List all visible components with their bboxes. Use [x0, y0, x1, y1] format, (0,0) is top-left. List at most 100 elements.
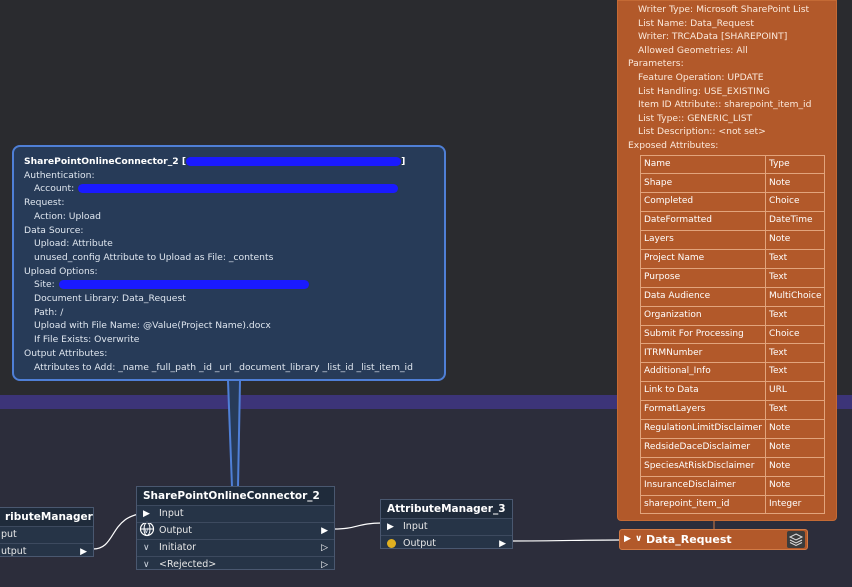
- tooltip-line: Site:: [24, 278, 434, 292]
- redaction: [186, 157, 402, 166]
- attribute-name: InsuranceDisclaimer: [640, 475, 766, 496]
- attribute-name: Link to Data: [640, 381, 766, 402]
- attribute-name: DateFormatted: [640, 211, 766, 232]
- output-port[interactable]: ∨Output▶: [137, 522, 334, 539]
- tooltip-line: Account:: [24, 182, 434, 196]
- attribute-name: sharepoint_item_id: [640, 494, 766, 515]
- output-arrow-icon: ▶: [321, 526, 328, 536]
- redaction: [58, 280, 309, 290]
- tooltip-line: unused_config Attribute to Upload as Fil…: [34, 251, 274, 263]
- node-title: SharePointOnlineConnector_2: [137, 487, 334, 505]
- input-arrow-icon: ▶: [143, 509, 150, 519]
- attribute-name: RegulationLimitDisclaimer: [640, 419, 766, 439]
- attribute-name: ITRMNumber: [640, 343, 766, 364]
- attribute-type: Text: [764, 362, 826, 383]
- column-header: Type: [764, 154, 826, 175]
- attribute-type: Text: [764, 305, 826, 326]
- attribute-name: Organization: [640, 305, 766, 326]
- writer-parameter-line: List Type:: GENERIC_LIST: [638, 112, 753, 124]
- attribute-name: Purpose: [640, 267, 766, 288]
- output-port[interactable]: utput▶: [0, 543, 93, 560]
- tooltip-line: Attributes to Add: _name _full_path _id …: [34, 361, 413, 373]
- input-port[interactable]: ▶Input: [381, 518, 512, 535]
- attribute-type: URL: [764, 381, 826, 402]
- tooltip-line: Request:: [24, 197, 65, 209]
- attribute-type: Note: [764, 173, 826, 194]
- output-status-icon: [387, 539, 396, 548]
- layers-icon[interactable]: [787, 531, 805, 548]
- sharepoint-connector-node[interactable]: SharePointOnlineConnector_2 ▶Input ∨Outp…: [136, 486, 335, 570]
- tooltip-line: Path: /: [34, 306, 64, 318]
- attribute-manager-3-node[interactable]: AttributeManager_3 ▶Input Output▶: [380, 499, 513, 549]
- rejected-port[interactable]: ∨<Rejected>▷: [137, 556, 334, 573]
- input-port[interactable]: ▶Input: [137, 505, 334, 522]
- column-header: Name: [640, 154, 766, 175]
- attribute-type: Text: [764, 267, 826, 288]
- attribute-name: Submit For Processing: [640, 324, 766, 345]
- tooltip-line: Upload Options:: [24, 265, 98, 277]
- initiator-port[interactable]: ∨Initiator▷: [137, 539, 334, 556]
- attribute-name: Completed: [640, 192, 766, 213]
- tooltip-line: Data Source:: [24, 224, 84, 236]
- attribute-type: Text: [764, 343, 826, 364]
- chevron-down-icon: ∨: [143, 543, 150, 553]
- attribute-type: DateTime: [764, 211, 826, 232]
- attribute-type: Note: [764, 437, 826, 458]
- writer-parameter-line: Allowed Geometries: All: [638, 44, 748, 56]
- output-arrow-icon: ▶: [80, 547, 87, 557]
- tooltip-line: Document Library: Data_Request: [34, 293, 186, 305]
- writer-parameter-line: Item ID Attribute:: sharepoint_item_id: [638, 99, 812, 111]
- attribute-name: SpeciesAtRiskDisclaimer: [640, 456, 766, 477]
- connector-tooltip: SharePointOnlineConnector_2 [] Authentic…: [12, 145, 446, 381]
- input-arrow-icon: ▶: [624, 534, 631, 544]
- attribute-manager-left-node[interactable]: ributeManager put utput▶: [0, 507, 94, 557]
- attribute-type: Text: [764, 248, 826, 269]
- tooltip-line: Action: Upload: [34, 210, 101, 222]
- writer-feature-type-node[interactable]: ▶ ∨ Data_Request: [619, 529, 808, 550]
- redaction: [78, 184, 399, 194]
- tooltip-line: If File Exists: Overwrite: [34, 334, 140, 346]
- attribute-name: Data Audience: [640, 286, 766, 307]
- writer-parameter-line: Feature Operation: UPDATE: [638, 71, 764, 83]
- writer-parameter-line: Writer Type: Microsoft SharePoint List: [638, 4, 810, 15]
- writer-parameter-line: List Description:: <not set>: [638, 126, 766, 138]
- attribute-type: Note: [764, 456, 826, 477]
- writer-node-title: Data_Request: [646, 533, 732, 546]
- attribute-type: Choice: [764, 324, 826, 345]
- writer-parameter-line: List Name: Data_Request: [638, 17, 754, 29]
- input-port[interactable]: put: [0, 526, 93, 543]
- attribute-name: Shape: [640, 173, 766, 194]
- writer-parameter-line: List Handling: USE_EXISTING: [638, 85, 770, 97]
- attribute-name: Additional_Info: [640, 362, 766, 383]
- attribute-type: Text: [764, 400, 826, 420]
- chevron-down-icon: ∨: [635, 534, 643, 544]
- tooltip-line: Upload: Attribute: [34, 238, 113, 250]
- output-port[interactable]: Output▶: [381, 535, 512, 552]
- tooltip-line: Authentication:: [24, 169, 95, 181]
- writer-parameter-line: Parameters:: [628, 58, 684, 70]
- chevron-down-icon: ∨: [143, 560, 150, 570]
- node-title: AttributeManager_3: [381, 500, 512, 518]
- output-arrow-icon: ▶: [499, 539, 506, 549]
- output-arrow-outline-icon: ▷: [321, 543, 328, 553]
- attribute-type: Note: [764, 419, 826, 439]
- output-arrow-outline-icon: ▷: [321, 560, 328, 570]
